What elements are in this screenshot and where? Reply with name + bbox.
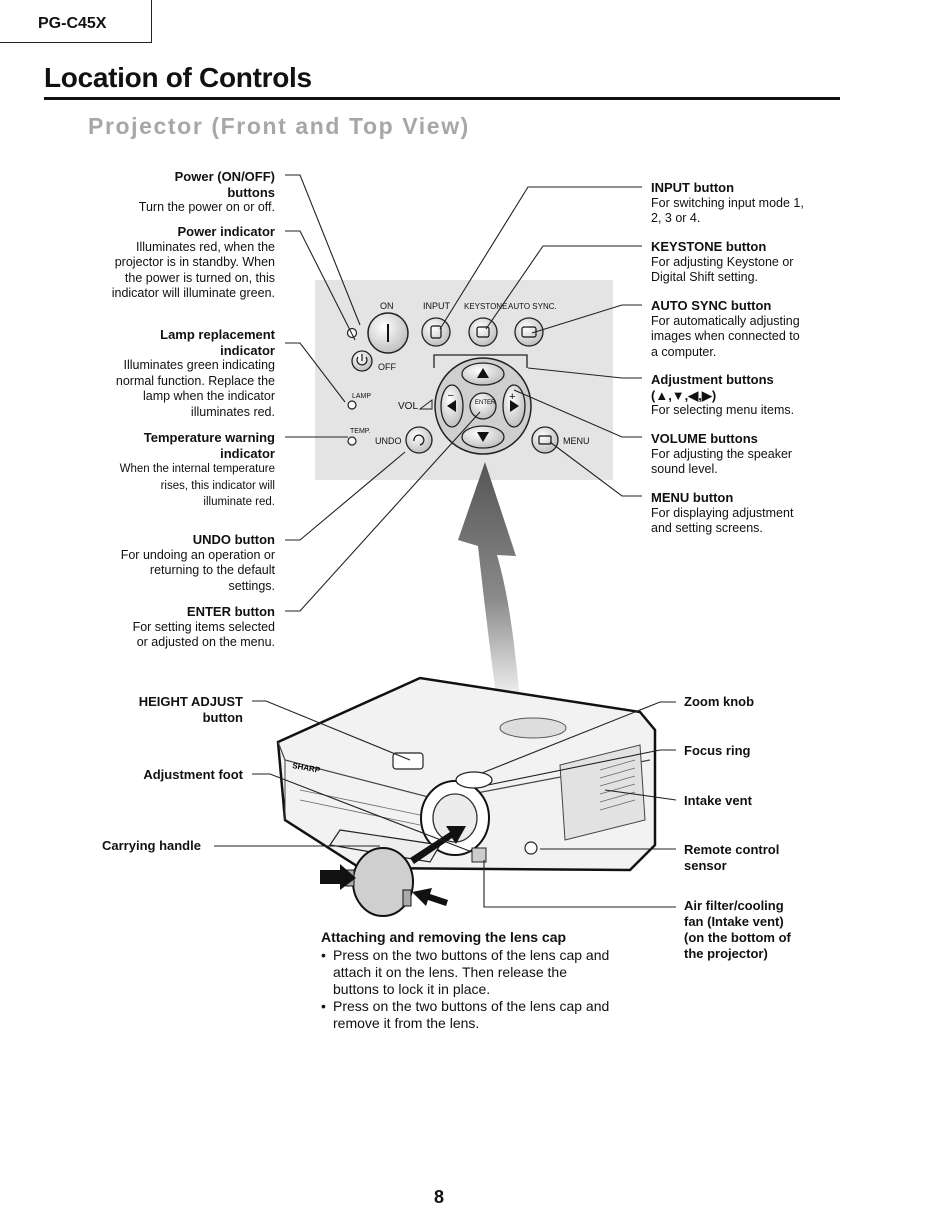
- lens-cap-bullet: Press on the two buttons of the lens cap…: [321, 998, 611, 1032]
- callout-keystone: KEYSTONE button For adjusting Keystone o…: [651, 239, 794, 285]
- menu-button[interactable]: [531, 426, 559, 454]
- undo-button[interactable]: [405, 426, 433, 454]
- adjustment-foot: [471, 847, 487, 863]
- label-zoom-knob: Zoom knob: [684, 694, 755, 709]
- lens-cap-title: Attaching and removing the lens cap: [321, 929, 567, 945]
- top-panel: [499, 717, 567, 739]
- keystone-label: KEYSTONE: [464, 302, 507, 311]
- autosync-label: AUTO SYNC.: [508, 302, 557, 311]
- input-label: INPUT: [423, 301, 451, 311]
- auto-sync-button[interactable]: [514, 317, 544, 347]
- temp-indicator-led: [347, 436, 357, 446]
- label-remote-sensor: Remote control sensor: [684, 842, 780, 873]
- callout-adjustment: Adjustment buttons (▲,▼,◀,▶) For selecti…: [651, 372, 795, 418]
- off-label: OFF: [378, 362, 396, 372]
- callout-power-buttons: Power (ON/OFF) buttons Turn the power on…: [138, 169, 275, 215]
- model-tab: PG-C45X: [0, 0, 152, 43]
- page-subtitle: Projector (Front and Top View): [88, 113, 470, 139]
- callout-lamp-indicator: Lamp replacement indicator Illuminates g…: [115, 327, 275, 419]
- callout-temp-indicator: Temperature warning indicator When the i…: [119, 430, 275, 509]
- vol-label: VOL: [398, 401, 418, 412]
- down-arrow-icon: [477, 432, 489, 442]
- on-label: ON: [380, 301, 394, 311]
- enter-button[interactable]: [469, 392, 497, 420]
- label-focus-ring: Focus ring: [684, 743, 751, 758]
- label-intake-vent: Intake vent: [684, 793, 752, 808]
- remote-sensor: [524, 841, 538, 855]
- lamp-label: LAMP: [352, 393, 371, 400]
- menu-label: MENU: [563, 436, 590, 446]
- label-height-adjust: HEIGHT ADJUST button: [138, 694, 243, 725]
- lens-cap: [345, 847, 414, 917]
- right-arrow-icon: [510, 400, 519, 412]
- callout-input: INPUT button For switching input mode 1,…: [651, 180, 804, 226]
- callout-undo: UNDO button For undoing an operation or …: [120, 532, 275, 593]
- page-number: 8: [434, 1187, 445, 1207]
- power-off-button[interactable]: [351, 350, 373, 372]
- undo-label: UNDO: [375, 436, 402, 446]
- left-arrow-icon: [447, 400, 456, 412]
- label-adjustment-foot: Adjustment foot: [143, 767, 243, 782]
- label-carrying-handle: Carrying handle: [102, 838, 201, 853]
- input-button[interactable]: [421, 317, 451, 347]
- callout-auto-sync: AUTO SYNC button For automatically adjus…: [651, 298, 800, 359]
- focus-ring[interactable]: [455, 771, 493, 789]
- adjustment-pad: ENTER: [434, 357, 532, 455]
- page-title: Location of Controls: [44, 62, 312, 93]
- lamp-indicator-led: [347, 400, 357, 410]
- enter-label: ENTER: [475, 400, 496, 406]
- callout-volume: VOLUME buttons For adjusting the speaker…: [651, 431, 793, 477]
- svg-text:+: +: [509, 391, 515, 403]
- up-arrow-icon: [477, 368, 489, 378]
- temp-label: TEMP.: [350, 428, 371, 435]
- callout-menu: MENU button For displaying adjustment an…: [651, 490, 794, 536]
- height-adjust-button[interactable]: [392, 752, 424, 770]
- power-on-button[interactable]: [367, 312, 409, 354]
- model-name: PG-C45X: [38, 15, 107, 32]
- svg-text:–: –: [448, 390, 454, 401]
- press-arrow-right-icon: [412, 888, 448, 906]
- attach-arrow-icon: [410, 826, 466, 864]
- carrying-handle[interactable]: [328, 829, 441, 863]
- callout-power-indicator: Power indicator Illuminates red, when th…: [111, 224, 275, 301]
- zoom-arrow: [458, 462, 520, 710]
- lens-cap-bullet: Press on the two buttons of the lens cap…: [321, 947, 611, 998]
- press-arrow-left-icon: [320, 864, 356, 890]
- callout-enter: ENTER button For setting items selected …: [132, 604, 275, 650]
- keystone-button[interactable]: [468, 317, 498, 347]
- label-air-filter: Air filter/cooling fan (Intake vent) (on…: [684, 898, 791, 961]
- title-rule: [44, 97, 840, 100]
- projector-body: SHARP: [276, 676, 657, 872]
- lens-cap-instructions: Press on the two buttons of the lens cap…: [321, 947, 611, 1032]
